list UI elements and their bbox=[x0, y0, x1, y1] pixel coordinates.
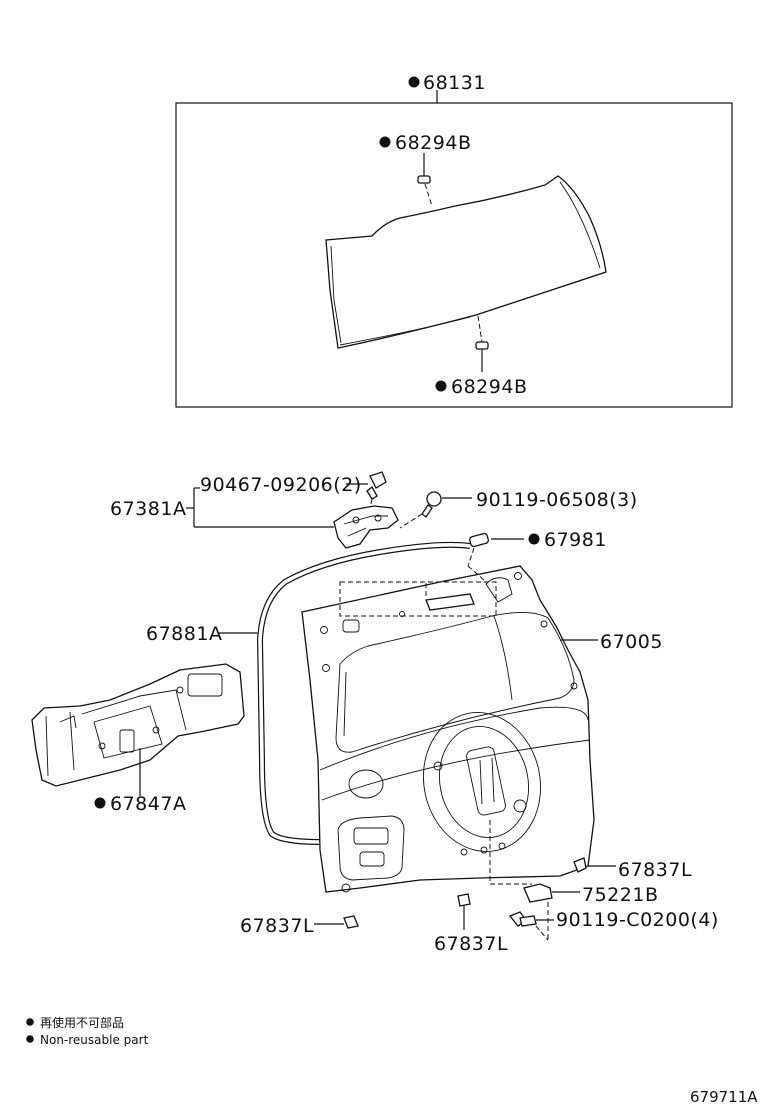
door-stopper-cushion bbox=[469, 532, 489, 548]
door-window-opening bbox=[335, 612, 575, 753]
non-reusable-marker bbox=[528, 533, 540, 545]
non-reusable-marker bbox=[408, 76, 420, 88]
weatherstrip-group: 67881A bbox=[146, 541, 471, 845]
legend-marker bbox=[26, 1035, 34, 1043]
glass-group-box bbox=[175, 102, 733, 408]
legend-line-1: 再使用不可部品 bbox=[40, 1015, 124, 1030]
trim-clip-right bbox=[573, 857, 587, 873]
trim-clip-center bbox=[457, 893, 471, 907]
hinge-group: 67381A 90467-09206(2) 90119-06508(3) bbox=[110, 471, 638, 549]
callout-68131: 68131 bbox=[423, 72, 486, 94]
callout-67005: 67005 bbox=[600, 631, 663, 653]
non-reusable-marker bbox=[94, 797, 106, 809]
back-door-glass bbox=[325, 175, 607, 349]
callout-67847a: 67847A bbox=[110, 793, 186, 815]
callout-67881a: 67881A bbox=[146, 623, 222, 645]
callout-68294b-top: 68294B bbox=[395, 132, 471, 154]
stopper-group: 67981 bbox=[467, 529, 607, 567]
glass-spacer-bottom bbox=[475, 341, 489, 350]
spare-tire-recess bbox=[422, 712, 542, 852]
callout-67837l-center: 67837L bbox=[434, 933, 508, 955]
back-door-hinge bbox=[333, 505, 399, 549]
back-door-panel bbox=[301, 565, 595, 893]
trim-board-group: 67847A bbox=[31, 663, 245, 815]
legend-marker bbox=[26, 1018, 34, 1026]
callout-67381a: 67381A bbox=[110, 498, 186, 520]
glass-spacer-top bbox=[417, 175, 431, 184]
callout-90119-c0200: 90119-C0200(4) bbox=[556, 909, 719, 931]
figure-code: 679711A bbox=[690, 1088, 758, 1106]
callout-67837l-left: 67837L bbox=[240, 915, 314, 937]
bracket-75221b bbox=[523, 883, 553, 903]
callout-75221b: 75221B bbox=[582, 884, 658, 906]
non-reusable-marker bbox=[379, 136, 391, 148]
callout-90467-09206: 90467-09206(2) bbox=[200, 474, 362, 496]
callout-67981: 67981 bbox=[544, 529, 607, 551]
callout-90119-06508: 90119-06508(3) bbox=[476, 489, 638, 511]
glass-group: 68131 68294B 68294B bbox=[175, 72, 733, 408]
non-reusable-marker bbox=[435, 380, 447, 392]
callout-68294b-bottom: 68294B bbox=[451, 376, 527, 398]
callout-67837l-right: 67837L bbox=[618, 859, 692, 881]
trim-clip-left bbox=[343, 915, 359, 929]
hinge-bolt bbox=[369, 471, 387, 489]
legend: 再使用不可部品 Non-reusable part bbox=[26, 1015, 149, 1047]
door-handle-recess bbox=[337, 815, 405, 881]
access-hole bbox=[348, 769, 384, 799]
lower-right-fasteners: 67837L 75221B 90119-C0200(4) bbox=[508, 857, 719, 941]
hinge-to-door-bolt bbox=[426, 491, 442, 507]
back-door-panel-group: 67005 bbox=[301, 565, 663, 893]
legend-line-2: Non-reusable part bbox=[40, 1033, 149, 1047]
lower-clips: 67837L 67837L bbox=[240, 893, 508, 955]
back-door-trim-board bbox=[31, 663, 245, 787]
door-stay bbox=[425, 593, 475, 611]
